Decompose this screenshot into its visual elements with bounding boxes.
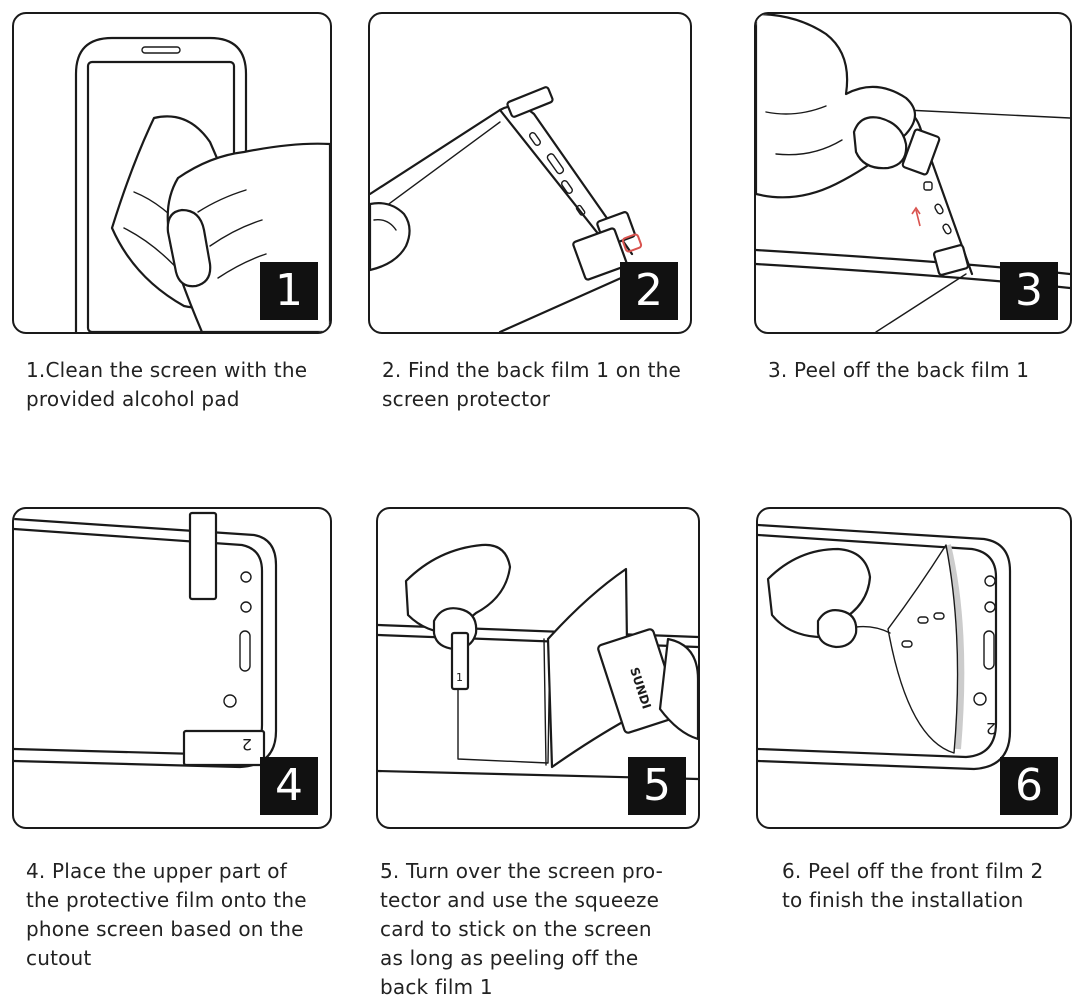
film-tab-label: 2	[986, 719, 996, 738]
place-film-illustration: 2	[14, 511, 278, 769]
film-tab-label: 1	[456, 671, 463, 684]
step-number-badge: 1	[260, 262, 318, 320]
step-5-panel: SUNDI 1 5	[376, 507, 700, 829]
film-tab-label: 2	[242, 735, 252, 754]
step-2-caption: 2. Find the back film 1 on the screen pr…	[382, 358, 682, 411]
step-3-caption: 3. Peel off the back film 1	[768, 358, 1030, 382]
step-3-panel: 3	[754, 12, 1072, 334]
find-back-film-illustration	[370, 86, 643, 332]
step-number-badge: 2	[620, 262, 678, 320]
step-number-badge: 3	[1000, 262, 1058, 320]
step-number-badge: 5	[628, 757, 686, 815]
step-1-panel: 1	[12, 12, 332, 334]
clean-screen-illustration	[74, 36, 330, 332]
step-4-panel: 2 4	[12, 507, 332, 829]
step-4-caption: 4. Place the upper part of the protectiv…	[26, 859, 307, 970]
step-1-caption: 1.Clean the screen with the provided alc…	[26, 358, 308, 411]
peel-front-film-illustration: 2	[758, 523, 1012, 771]
squeeze-card-illustration: SUNDI 1	[378, 543, 698, 781]
step-6-panel: 2 6	[756, 507, 1072, 829]
step-number-badge: 4	[260, 757, 318, 815]
step-6-caption: 6. Peel off the front film 2 to finish t…	[782, 859, 1044, 912]
step-5-caption: 5. Turn over the screen pro- tector and …	[380, 859, 664, 999]
step-2-panel: 2	[368, 12, 692, 334]
step-number-badge: 6	[1000, 757, 1058, 815]
